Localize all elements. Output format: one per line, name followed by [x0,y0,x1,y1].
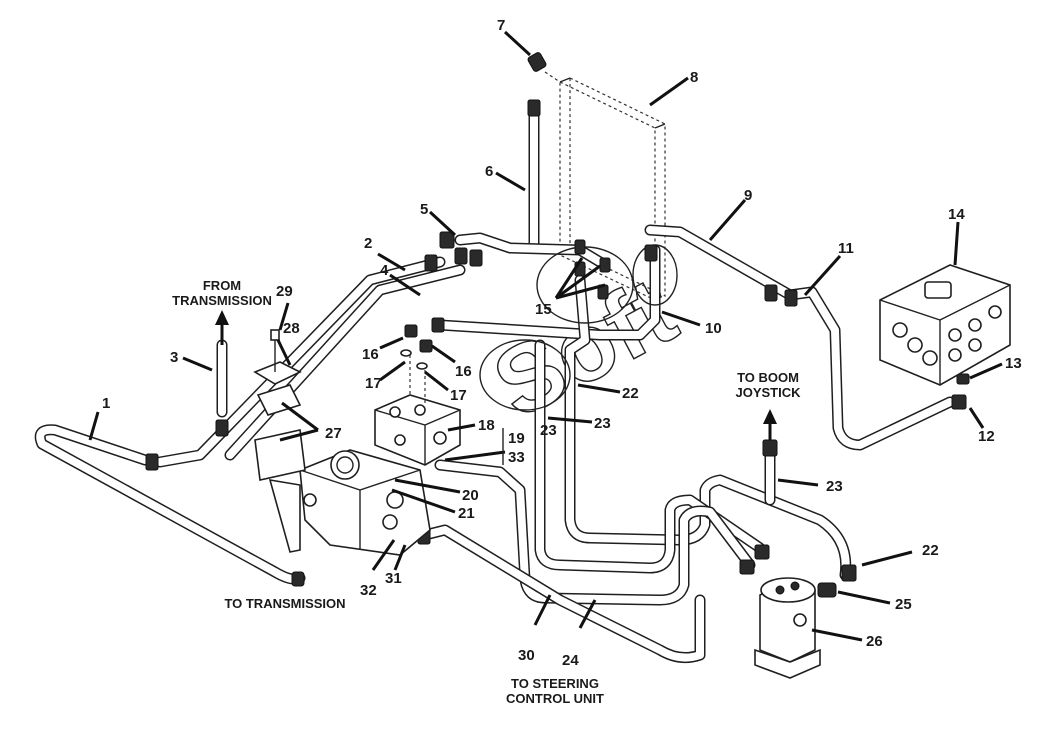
callout-13: 13 [1005,355,1022,372]
callout-25: 25 [895,596,912,613]
caption-to-boom-joystick-1: TO BOOM [737,370,799,385]
callout-12: 12 [978,428,995,445]
leader-arrows [88,30,1003,642]
callout-21: 21 [458,505,475,522]
callout-2: 2 [364,235,372,252]
callout-14: 14 [948,206,965,223]
callout-17b: 17 [450,387,467,404]
caption-to-steering-1: TO STEERING [511,676,599,691]
callout-23b: 23 [826,478,843,495]
callout-19: 19 [508,430,525,447]
hose-22 [564,274,852,581]
callout-24: 24 [562,652,579,669]
callout-22b: 22 [922,542,939,559]
callout-18: 18 [478,417,495,434]
callout-26: 26 [866,633,883,650]
hose-5 [454,232,606,268]
hose-9-11 [644,224,956,451]
callout-4: 4 [380,262,389,279]
callout-17a: 17 [365,375,382,392]
caption-to-transmission: TO TRANSMISSION [224,596,345,611]
callout-11: 11 [838,240,854,257]
caption-to-steering-2: CONTROL UNIT [506,691,604,706]
caption-to-boom-joystick-2: JOYSTICK [735,385,801,400]
callout-9: 9 [744,187,752,204]
callout-27: 27 [325,425,342,442]
priority-valve-18 [374,355,461,466]
callout-1: 1 [102,395,110,412]
hose-10 [434,244,661,341]
callout-22a: 22 [622,385,639,402]
callout-7: 7 [497,17,505,34]
callout-20: 20 [462,487,479,504]
caption-from-transmission-1: FROM [203,278,241,293]
callout-28: 28 [283,320,300,337]
captions: FROM TRANSMISSION TO TRANSMISSION TO BOO… [172,278,801,706]
callout-5: 5 [420,201,428,218]
hose-24-30 [419,459,756,664]
callout-30: 30 [518,647,535,664]
callout-29: 29 [276,283,293,300]
callout-10: 10 [705,320,722,337]
callout-23c: 23 [540,422,557,439]
callout-6: 6 [485,163,493,180]
fittings [145,52,970,598]
callout-8: 8 [690,69,698,86]
steering-control-unit-26 [754,577,821,679]
bracket-28 [253,329,302,416]
callout-numbers: 1 2 3 4 5 6 7 8 9 10 11 12 13 14 15 16 1… [102,17,1022,669]
callout-33: 33 [508,449,525,466]
control-valve-14 [879,264,1011,386]
hydraulic-pump [254,429,431,556]
caption-from-transmission-2: TRANSMISSION [172,293,272,308]
callout-23a: 23 [594,415,611,432]
callout-31: 31 [385,570,402,587]
callout-16a: 16 [362,346,379,363]
callout-15: 15 [535,301,552,318]
callout-16b: 16 [455,363,472,380]
callout-32: 32 [360,582,377,599]
callout-3: 3 [170,349,178,366]
